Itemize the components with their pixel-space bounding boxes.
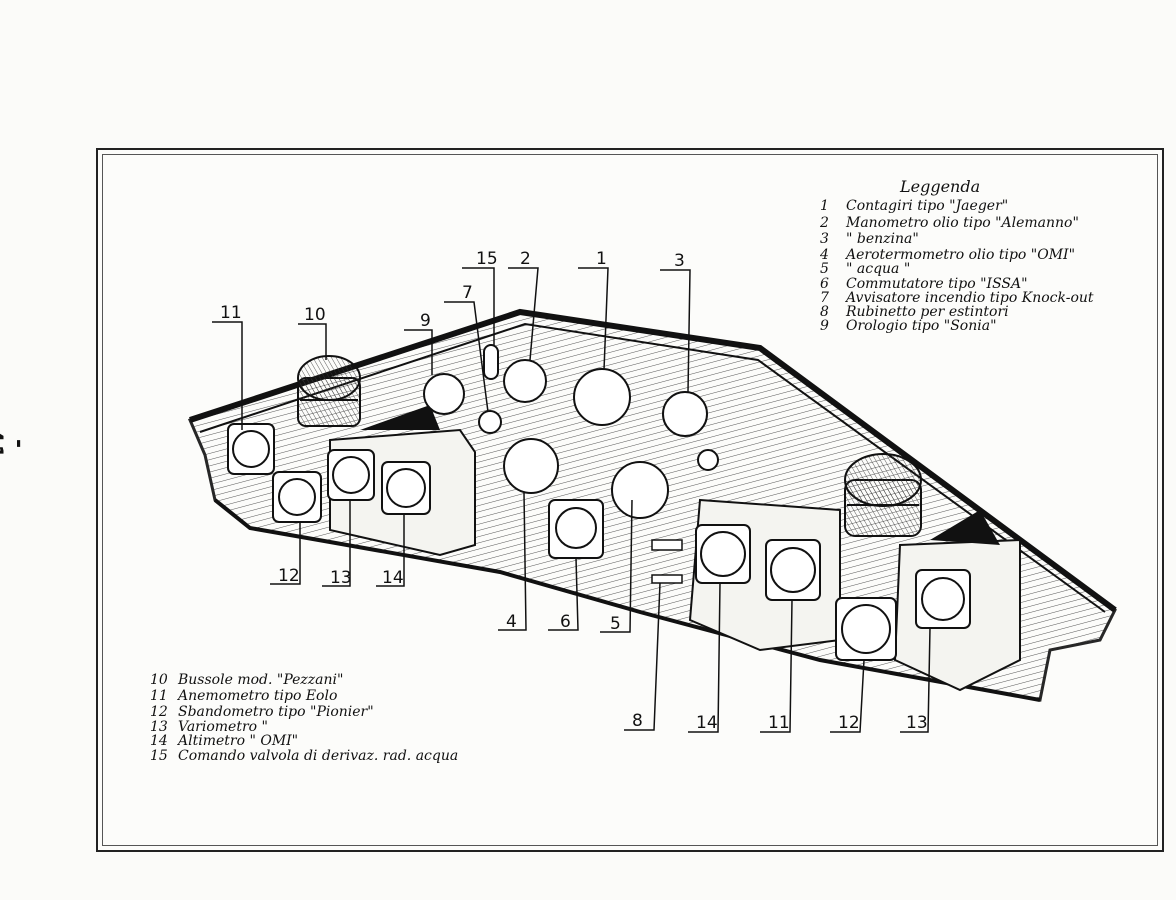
- legend-text-15: Comando valvola di derivaz. rad. acqua: [178, 748, 458, 764]
- frame-inner-border: [102, 154, 1158, 846]
- gauge-anemometro-right: [765, 539, 821, 601]
- legend-num-7: 7: [820, 290, 829, 306]
- gauge-avvisatore: [478, 410, 502, 434]
- valve-handle-15: [483, 344, 499, 380]
- gauge-contagiri: [573, 368, 631, 426]
- gauge-sbandometro-left: [272, 471, 322, 523]
- gauge-anemometer-left: [227, 423, 275, 475]
- legend-num-6: 6: [820, 276, 829, 292]
- gauge-altimetro-right: [695, 524, 751, 584]
- legend-num-11: 11: [150, 688, 168, 704]
- legend-text-4: Aerotermometro olio tipo "OMI": [844, 247, 1075, 263]
- callout-12-right: 12: [838, 713, 860, 733]
- gauge-altimetro-left: [381, 461, 431, 515]
- rubinetto-estintori: [651, 539, 683, 584]
- legend-num-9: 9: [820, 318, 829, 334]
- callout-15: 15: [476, 249, 498, 269]
- legend-text-13: Variometro ": [178, 719, 268, 735]
- callout-14-left: 14: [382, 568, 404, 588]
- gauge-aerotermometro-acqua: [611, 461, 669, 519]
- gauge-variometro-left: [327, 449, 375, 501]
- legend-text-10: Bussole mod. "Pezzani": [177, 672, 343, 688]
- callout-leaders-bottom: [270, 492, 931, 733]
- legend-num-13: 13: [150, 719, 168, 735]
- gauge-sbandometro-right: [835, 597, 897, 661]
- callout-11-top: 11: [220, 303, 242, 323]
- gauges: [227, 344, 971, 661]
- legend-text-6: Commutatore tipo "ISSA": [846, 276, 1028, 292]
- compass-right: [844, 453, 922, 537]
- callout-1: 1: [596, 249, 607, 269]
- callout-4: 4: [506, 612, 517, 632]
- callout-14-right: 14: [696, 713, 718, 733]
- panel-top-rim-inner: [199, 322, 1106, 613]
- right-console-shadow: [930, 510, 1000, 545]
- legend-num-12: 12: [150, 704, 168, 720]
- callout-2: 2: [520, 249, 531, 269]
- callout-12-left: 12: [278, 566, 300, 586]
- legend-text-9: Orologio tipo "Sonia": [846, 318, 997, 334]
- callout-9: 9: [420, 311, 431, 331]
- legend-top: Leggenda 1 Contagiri tipo "Jaeger" 2 Man…: [819, 177, 1094, 334]
- legend-text-12: Sbandometro tipo "Pionier": [178, 704, 374, 720]
- legend-title: Leggenda: [899, 177, 980, 196]
- gauge-aerotermometro-olio: [503, 438, 559, 494]
- legend-num-8: 8: [820, 304, 829, 320]
- legend-num-10: 10: [150, 672, 168, 688]
- callout-3: 3: [674, 251, 685, 271]
- callout-6: 6: [560, 612, 571, 632]
- legend-text-8: Rubinetto per estintori: [845, 304, 1009, 320]
- callout-10: 10: [304, 305, 326, 325]
- callout-5: 5: [610, 614, 621, 634]
- legend-num-4: 4: [819, 247, 829, 263]
- legend-num-3: 3: [820, 231, 829, 247]
- panel-lower-edge: [213, 498, 1041, 702]
- gauge-manometro-benzina: [662, 391, 708, 437]
- legend-text-5: " acqua ": [846, 261, 910, 277]
- legend-text-14: Altimetro " OMI": [176, 733, 298, 749]
- legend-text-2: Manometro olio tipo "Alemanno": [845, 215, 1079, 231]
- callout-numbers-bottom: 12 13 14 4 6 5 8 14 11 12 13: [278, 566, 928, 733]
- legend-text-7: Avvisatore incendio tipo Knock-out: [844, 290, 1094, 306]
- legend-text-11: Anemometro tipo Eolo: [176, 688, 337, 704]
- callout-numbers-top: 11 10 9 7 15 2 1 3: [220, 249, 685, 331]
- gauge-small-right: [697, 449, 719, 471]
- legend-num-5: 5: [820, 261, 829, 277]
- legend-text-1: Contagiri tipo "Jaeger": [846, 198, 1008, 214]
- legend-num-2: 2: [819, 215, 829, 231]
- legend-bottom: 10 Bussole mod. "Pezzani" 11 Anemometro …: [150, 672, 458, 764]
- legend-text-3: " benzina": [846, 231, 919, 247]
- callout-13-left: 13: [330, 568, 352, 588]
- legend-num-15: 15: [150, 748, 168, 764]
- compass-left: [297, 355, 361, 427]
- gauge-orologio: [423, 373, 465, 415]
- callout-7: 7: [462, 283, 473, 303]
- legend-num-14: 14: [150, 733, 168, 749]
- callout-8: 8: [632, 711, 643, 731]
- callout-11-right: 11: [768, 713, 790, 733]
- gauge-manometro-olio: [503, 359, 547, 403]
- gauge-variometro-right: [915, 569, 971, 629]
- left-console-shadow: [360, 405, 440, 430]
- legend-num-1: 1: [820, 198, 829, 214]
- callout-leaders-top: [212, 267, 691, 430]
- gauge-commutatore: [548, 499, 604, 559]
- callout-13-right: 13: [906, 713, 928, 733]
